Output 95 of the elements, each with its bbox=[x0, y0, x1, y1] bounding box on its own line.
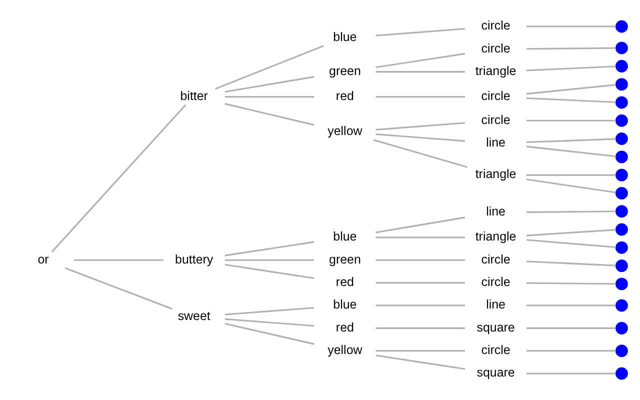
node-text: square bbox=[476, 320, 515, 334]
connector bbox=[376, 52, 466, 68]
connector bbox=[224, 76, 314, 93]
connector bbox=[526, 304, 616, 306]
node-text: red bbox=[336, 88, 354, 103]
node-circle bbox=[615, 322, 628, 334]
node-text: or bbox=[38, 252, 49, 266]
node-text: yellow bbox=[328, 124, 362, 138]
node-text: circle bbox=[481, 252, 510, 266]
connector bbox=[224, 103, 314, 126]
node-text: bitter bbox=[180, 88, 208, 103]
node-circle bbox=[615, 241, 628, 254]
connector bbox=[74, 259, 164, 261]
node-circle bbox=[615, 205, 628, 218]
node-text: circle bbox=[481, 41, 510, 56]
node-text: triangle bbox=[475, 230, 516, 244]
connector bbox=[526, 260, 616, 266]
node-text: sweet bbox=[178, 308, 210, 323]
connector bbox=[376, 350, 465, 352]
connector bbox=[526, 178, 616, 194]
connector bbox=[376, 133, 466, 142]
node-circle bbox=[615, 299, 628, 312]
connector bbox=[526, 210, 616, 213]
connector bbox=[376, 122, 466, 130]
connector bbox=[51, 104, 186, 252]
node-text: green bbox=[329, 64, 361, 78]
connector bbox=[376, 304, 465, 306]
node-circle bbox=[615, 20, 628, 33]
node-circle bbox=[615, 223, 628, 236]
node-text: red bbox=[336, 320, 354, 334]
node-circle bbox=[615, 42, 628, 54]
connector bbox=[376, 96, 465, 98]
connector bbox=[376, 327, 465, 329]
node-text: green bbox=[329, 252, 361, 266]
connector bbox=[376, 259, 465, 261]
node-circle bbox=[615, 168, 628, 182]
node-text: buttery bbox=[175, 252, 214, 266]
connector bbox=[526, 239, 616, 248]
node-circle bbox=[615, 344, 628, 358]
node-text: triangle bbox=[475, 64, 516, 78]
node-text: circle bbox=[481, 18, 510, 33]
node-circle bbox=[615, 150, 628, 164]
connector bbox=[526, 138, 616, 143]
node-circle bbox=[615, 278, 628, 290]
connector bbox=[526, 146, 616, 158]
node-text: blue bbox=[333, 298, 357, 312]
node-circle bbox=[615, 96, 628, 109]
connector bbox=[376, 216, 466, 234]
node-circle bbox=[615, 260, 628, 272]
connector bbox=[373, 139, 468, 168]
connector bbox=[526, 66, 616, 72]
connector bbox=[376, 28, 466, 36]
connector bbox=[526, 97, 616, 104]
connector bbox=[376, 236, 465, 238]
node-text: blue bbox=[333, 30, 357, 44]
connector bbox=[526, 84, 616, 95]
node-circle bbox=[615, 78, 628, 91]
connector bbox=[526, 282, 616, 285]
node-circle bbox=[615, 114, 628, 127]
node-text: blue bbox=[333, 230, 357, 244]
connector bbox=[376, 282, 465, 284]
node-text: square bbox=[476, 366, 515, 380]
connector bbox=[526, 350, 616, 352]
node-text: circle bbox=[481, 343, 510, 358]
connector bbox=[526, 120, 616, 122]
connector bbox=[224, 322, 314, 345]
connector bbox=[224, 318, 314, 327]
node-text: circle bbox=[481, 274, 510, 289]
node-text: yellow bbox=[328, 343, 362, 358]
node-text: line bbox=[486, 204, 506, 219]
connector bbox=[224, 306, 314, 316]
node-text: circle bbox=[481, 88, 510, 103]
connector bbox=[526, 229, 616, 236]
node-text: triangle bbox=[475, 167, 516, 182]
connector bbox=[526, 174, 616, 176]
node-text: line bbox=[486, 298, 506, 312]
node-text: circle bbox=[481, 112, 510, 127]
connector bbox=[65, 267, 172, 310]
connector bbox=[224, 259, 314, 261]
connector bbox=[526, 26, 616, 28]
connector bbox=[224, 96, 314, 98]
connector bbox=[215, 45, 324, 90]
node-circle bbox=[615, 186, 628, 200]
node-circle bbox=[615, 132, 628, 145]
node-circle bbox=[615, 367, 628, 380]
connector bbox=[224, 241, 314, 256]
node-text: line bbox=[486, 135, 506, 150]
node-circle bbox=[615, 60, 628, 72]
connector bbox=[224, 264, 314, 280]
connector bbox=[526, 47, 616, 50]
connector bbox=[376, 71, 465, 73]
connector bbox=[376, 354, 466, 370]
node-text: red bbox=[336, 274, 354, 289]
connector bbox=[526, 372, 616, 374]
connector bbox=[526, 327, 616, 329]
